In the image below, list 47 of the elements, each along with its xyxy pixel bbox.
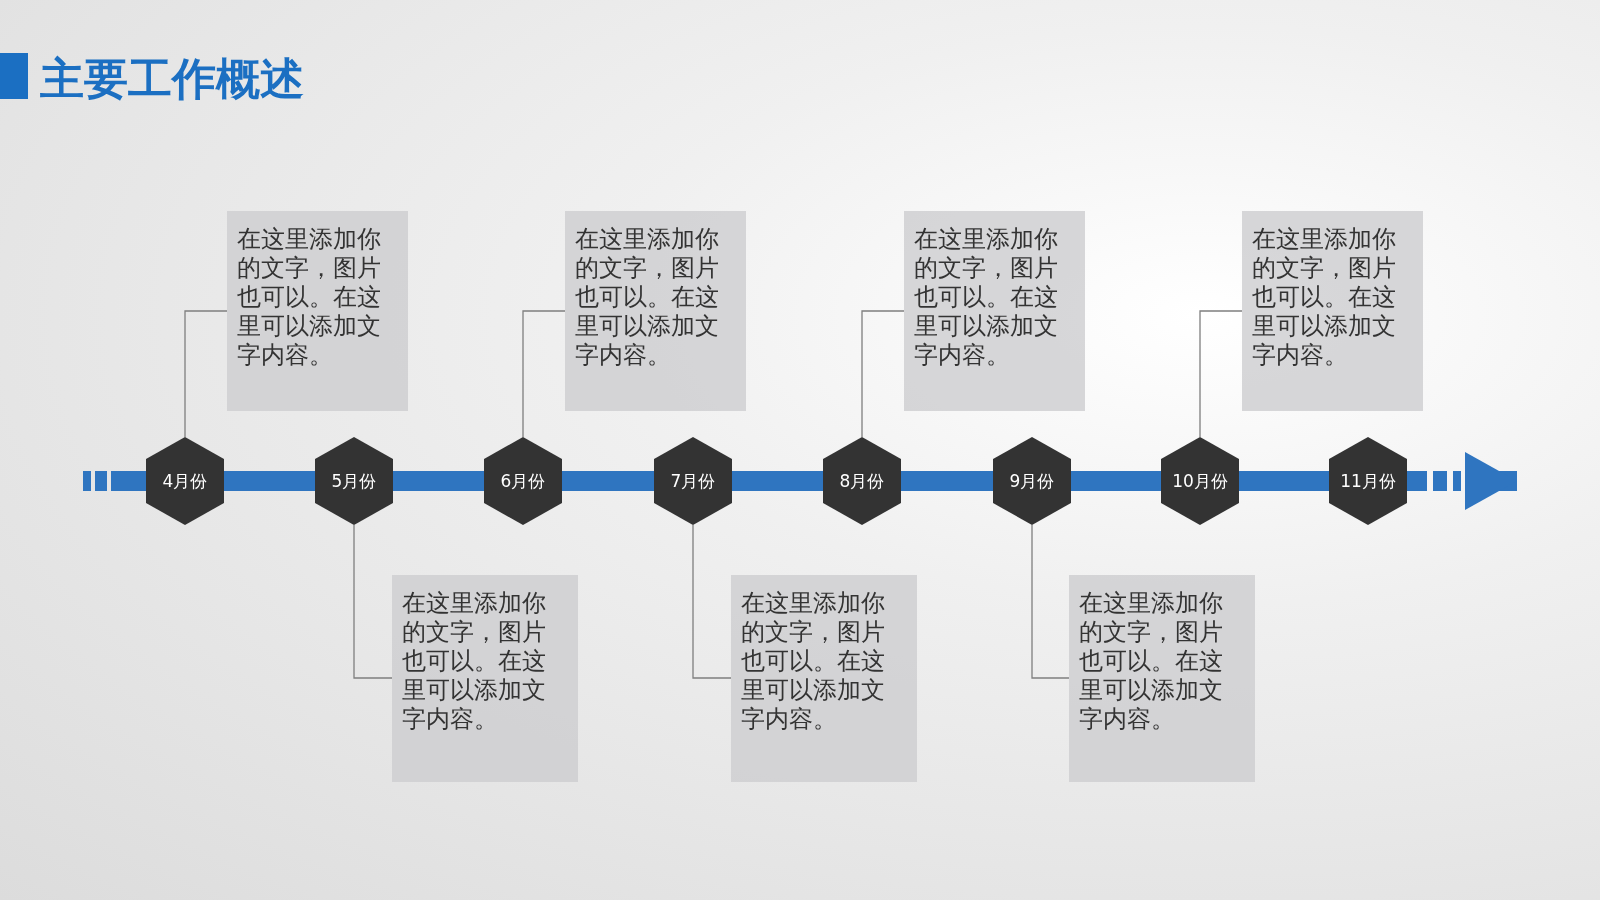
text-card: [392, 575, 578, 782]
leader-line: [1031, 524, 1070, 679]
text-card: [565, 211, 746, 411]
text-card: [1242, 211, 1423, 411]
body-text: 在这里添加你的文字，图片也可以。在这里可以添加文字内容。: [914, 225, 1059, 370]
leader-line: [184, 310, 228, 438]
leader-line: [522, 310, 566, 438]
timeline-bar: [901, 471, 993, 491]
timeline-bar: [83, 471, 146, 491]
month-label: 6月份: [499, 470, 547, 493]
slide-title: 主要工作概述: [40, 52, 304, 106]
month-label: 9月份: [1008, 470, 1056, 493]
month-label: 11月份: [1339, 470, 1397, 493]
body-text: 在这里添加你的文字，图片也可以。在这里可以添加文字内容。: [237, 225, 382, 370]
timeline-bar: [562, 471, 654, 491]
body-text: 在这里添加你的文字，图片也可以。在这里可以添加文字内容。: [741, 589, 886, 734]
leader-line: [861, 310, 905, 438]
text-card: [227, 211, 408, 411]
month-hexagon: [1329, 437, 1407, 525]
leader-line: [353, 524, 393, 679]
timeline-bar: [224, 471, 315, 491]
month-hexagon: [315, 437, 393, 525]
body-text: 在这里添加你的文字，图片也可以。在这里可以添加文字内容。: [575, 225, 720, 370]
timeline-bar: [1239, 471, 1329, 491]
text-card: [731, 575, 917, 782]
month-hexagon: [823, 437, 901, 525]
month-hexagon: [484, 437, 562, 525]
timeline-bar: [732, 471, 823, 491]
body-text: 在这里添加你的文字，图片也可以。在这里可以添加文字内容。: [1079, 589, 1224, 734]
month-hexagon: [146, 437, 224, 525]
text-card: [904, 211, 1085, 411]
month-label: 8月份: [838, 470, 886, 493]
text-card: [1069, 575, 1255, 782]
timeline-bar: [1071, 471, 1161, 491]
body-text: 在这里添加你的文字，图片也可以。在这里可以添加文字内容。: [1252, 225, 1397, 370]
timeline-bar: [1407, 452, 1517, 510]
month-label: 7月份: [669, 470, 717, 493]
timeline-bar: [393, 471, 484, 491]
month-label: 4月份: [161, 470, 209, 493]
month-label: 10月份: [1171, 470, 1229, 493]
leader-line: [1199, 310, 1243, 438]
month-label: 5月份: [330, 470, 378, 493]
leader-line: [692, 524, 732, 679]
month-hexagon: [993, 437, 1071, 525]
body-text: 在这里添加你的文字，图片也可以。在这里可以添加文字内容。: [402, 589, 547, 734]
month-hexagon: [1161, 437, 1239, 525]
month-hexagon: [654, 437, 732, 525]
